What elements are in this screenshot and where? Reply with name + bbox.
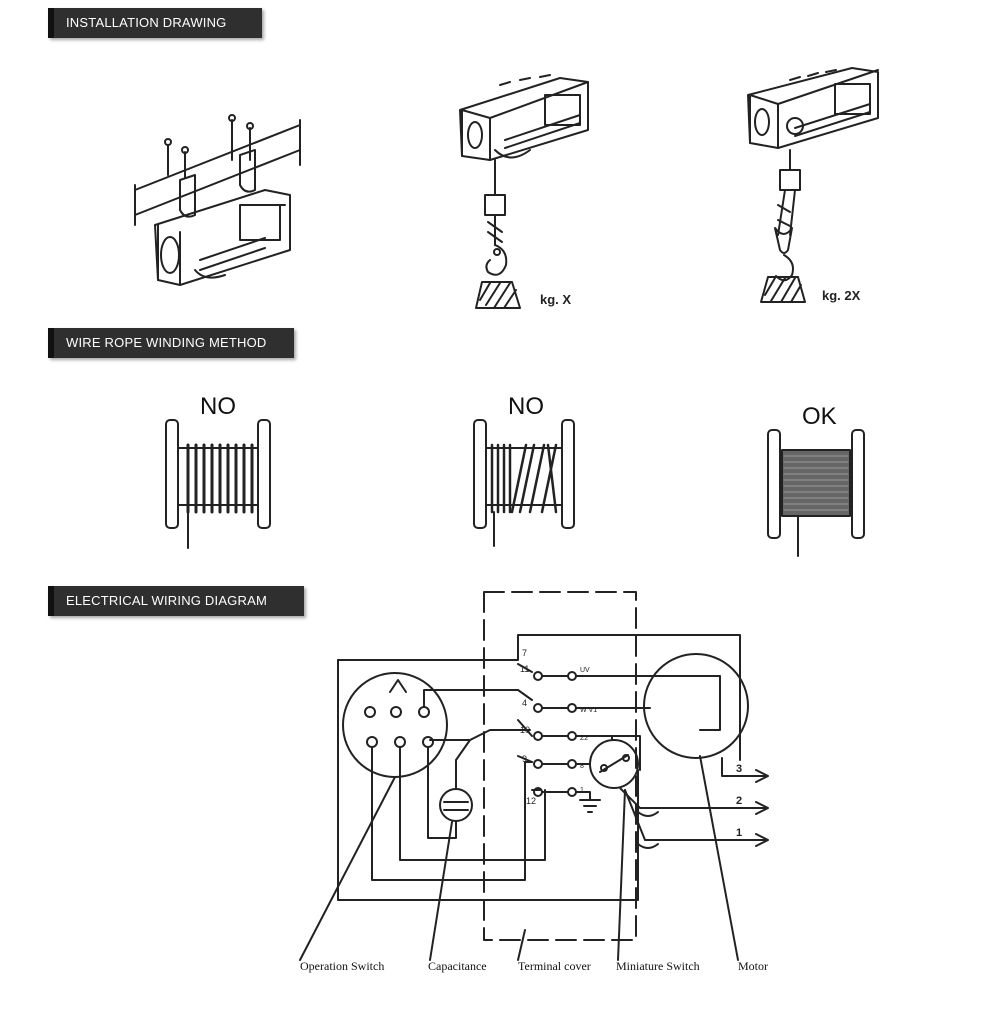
terminal-numbers-right: UV W V1 Z2 8 1 [580, 667, 597, 794]
svg-text:1: 1 [580, 787, 584, 794]
svg-text:10: 10 [520, 725, 530, 735]
load-double-label: kg. 2X [822, 288, 861, 303]
terminal-cover-outline [483, 591, 637, 941]
svg-text:4: 4 [522, 698, 527, 708]
svg-text:2: 2 [736, 795, 742, 807]
svg-text:12: 12 [526, 796, 536, 806]
wire-rope-winding-banner: WIRE ROPE WINDING METHOD [48, 328, 294, 358]
reel-c-tight-winding [767, 429, 865, 557]
reel-c-verdict: OK [802, 403, 837, 430]
operation-switch [342, 672, 448, 778]
caption-terminal-cover: Terminal cover [518, 959, 591, 973]
svg-text:9: 9 [522, 754, 527, 764]
svg-text:W V1: W V1 [580, 707, 597, 714]
svg-text:1: 1 [736, 827, 742, 839]
hoist-beam-mount-illustration [134, 114, 301, 286]
caption-capacitance: Capacitance [428, 959, 487, 973]
wiring-captions: Operation Switch Capacitance Terminal co… [300, 959, 768, 973]
wiring-diagram [299, 591, 769, 961]
svg-text:8: 8 [580, 763, 584, 770]
svg-text:Z2: Z2 [580, 735, 588, 742]
capacitor [439, 788, 473, 822]
terminal-numbers-left: 7 11 4 10 9 12 [520, 648, 536, 806]
reel-a-loose-winding [165, 419, 271, 549]
hoist-double-hook-illustration [747, 67, 879, 303]
reel-a-verdict: NO [200, 393, 236, 420]
supply-line-numbers: 3 2 1 [736, 763, 742, 839]
load-single-label: kg. X [540, 292, 571, 307]
motor [643, 653, 749, 759]
electrical-wiring-banner: ELECTRICAL WIRING DIAGRAM [48, 586, 304, 616]
installation-drawing-banner: INSTALLATION DRAWING [48, 8, 262, 38]
caption-motor: Motor [738, 959, 768, 973]
caption-operation-switch: Operation Switch [300, 959, 384, 973]
svg-text:11: 11 [520, 664, 529, 674]
hoist-single-hook-illustration [459, 74, 589, 309]
svg-text:3: 3 [736, 763, 742, 775]
reel-b-crossed-winding [473, 419, 575, 547]
svg-text:7: 7 [522, 648, 527, 658]
reel-b-verdict: NO [508, 393, 544, 420]
caption-miniature-switch: Miniature Switch [616, 959, 700, 973]
svg-text:UV: UV [580, 667, 590, 674]
